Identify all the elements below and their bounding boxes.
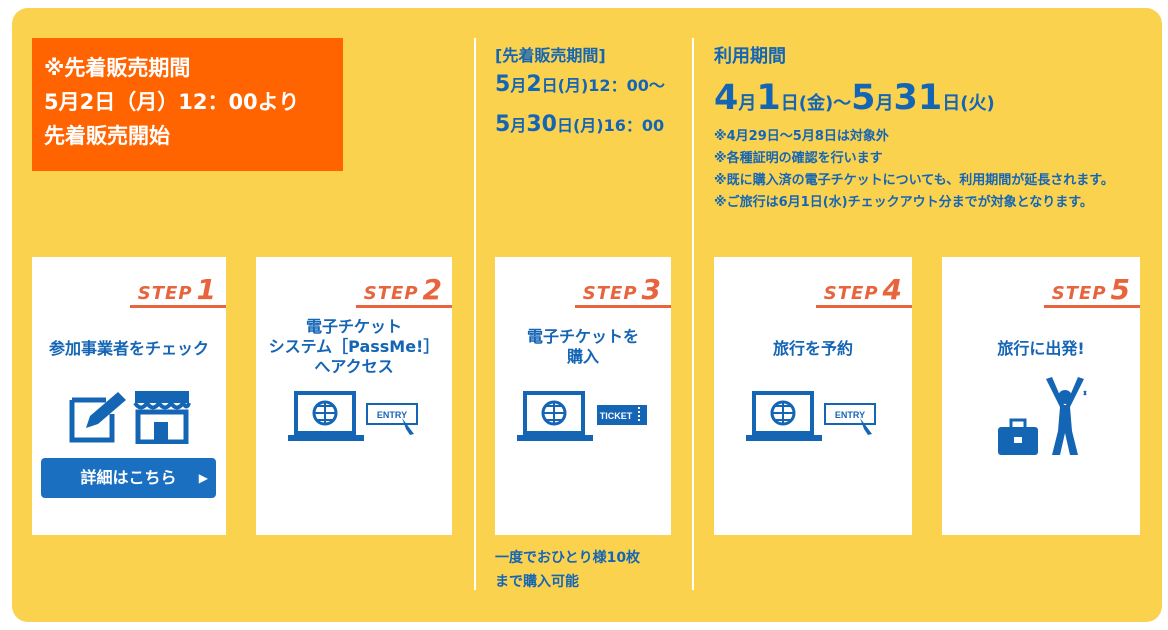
step-title-line: 電子チケットを (526, 327, 639, 346)
weekday: (火) (960, 93, 995, 114)
step-number: 4 (882, 273, 902, 306)
laptop-globe-icon (746, 391, 822, 441)
month: 5 (851, 78, 876, 118)
usage-note: ※既に購入済の電子チケットについても、利用期間が延長されます。 (714, 173, 1114, 188)
day-unit: 日 (780, 93, 799, 114)
step-number: 2 (422, 273, 442, 306)
shop-icon (133, 391, 191, 444)
month-unit: 月 (510, 76, 527, 95)
month: 4 (714, 78, 739, 118)
step-word: STEP (582, 283, 638, 304)
day-unit: 日 (942, 93, 961, 114)
usage-notes: ※4月29日〜5月8日は対象外 ※各種証明の確認を行います ※既に購入済の電子チ… (714, 126, 1134, 214)
suitcase-icon (998, 418, 1038, 455)
step-title-line: 参加事業者をチェック (48, 339, 209, 358)
early-sale-line: ※先着販売期間 (44, 56, 191, 80)
details-button[interactable]: 詳細はこちら ▶ (41, 458, 216, 498)
weekday: (金) (798, 93, 834, 114)
month: 5 (495, 112, 511, 137)
step-underline (130, 305, 226, 308)
entry-button-icon: ENTRY (824, 403, 876, 435)
purchase-limit-line: まで購入可能 (495, 574, 579, 590)
laptop-globe-icon (288, 391, 364, 441)
usage-note: ※4月29日〜5月8日は対象外 (714, 129, 889, 144)
note-edit-icon (69, 392, 126, 443)
month: 5 (495, 72, 511, 97)
step-number: 1 (196, 273, 216, 306)
entry-label: ENTRY (835, 410, 865, 420)
purchase-limit-note: 一度でおひとり様10枚 まで購入可能 (495, 546, 640, 594)
step-number: 5 (1110, 273, 1130, 306)
step-underline (816, 305, 912, 308)
arrow-right-icon: ▶ (198, 471, 208, 485)
step-underline (1044, 305, 1140, 308)
ticket-icon: TICKET (597, 405, 647, 425)
laptop-globe-icon (517, 391, 593, 441)
step-word: STEP (137, 283, 193, 304)
cheering-person-icon (1046, 377, 1087, 455)
step-word: STEP (363, 283, 419, 304)
month-unit: 月 (875, 93, 894, 114)
divider (474, 38, 476, 590)
usage-period-label: 利用期間 (714, 46, 786, 67)
step-title: 旅行に出発! (942, 339, 1140, 359)
month-unit: 月 (510, 116, 527, 135)
month-unit: 月 (738, 93, 757, 114)
early-sale-line: 先着販売開始 (44, 124, 170, 148)
step-number: 3 (641, 273, 661, 306)
ticket-label: TICKET (600, 411, 633, 421)
sale-period-end: 5月30日(月)16：00 (495, 112, 664, 137)
usage-note: ※各種証明の確認を行います (714, 151, 883, 166)
step-title-line: システム［PassMe!］ (268, 337, 440, 356)
step-word: STEP (1051, 283, 1107, 304)
step-title-line: 電子チケット (305, 317, 402, 336)
entry-button-icon: ENTRY (366, 403, 418, 435)
time: 16：00 (603, 116, 665, 135)
step-title: 参加事業者をチェック (32, 339, 226, 359)
weekday: (月) (557, 76, 589, 95)
entry-label: ENTRY (377, 410, 407, 420)
step-underline (356, 305, 452, 308)
range-separator: 〜 (833, 93, 852, 114)
day: 30 (526, 112, 557, 137)
divider (692, 38, 694, 590)
step-title-line: 旅行を予約 (772, 339, 853, 358)
step-title-line: 購入 (566, 347, 599, 366)
purchase-limit-line: 一度でおひとり様10枚 (495, 550, 641, 566)
details-button-label: 詳細はこちら (80, 468, 177, 487)
step-title-line: 旅行に出発! (997, 339, 1085, 358)
usage-period-dates: 4月1日(金)〜5月31日(火) (714, 78, 995, 118)
early-sale-notice: ※先着販売期間 5月2日（月）12：00より 先着販売開始 (32, 38, 343, 171)
sale-period-start: 5月2日(月)12：00〜 (495, 72, 665, 97)
day: 31 (893, 78, 943, 118)
step-title: 旅行を予約 (714, 339, 912, 359)
step-title: 電子チケットを 購入 (495, 327, 671, 367)
time: 12：00〜 (588, 76, 665, 95)
day-unit: 日 (541, 76, 558, 95)
day-unit: 日 (556, 116, 573, 135)
day: 1 (756, 78, 781, 118)
usage-note: ※ご旅行は6月1日(水)チェックアウト分までが対象となります。 (714, 195, 1093, 210)
step-title: 電子チケット システム［PassMe!］ へアクセス (256, 317, 452, 377)
step-word: STEP (823, 283, 879, 304)
step-title-line: へアクセス (314, 357, 394, 376)
early-sale-line: 5月2日（月）12：00より (44, 90, 300, 114)
sale-period-label: [先着販売期間] (495, 46, 606, 65)
weekday: (月) (572, 116, 604, 135)
day: 2 (526, 72, 542, 97)
step-underline (575, 305, 671, 308)
